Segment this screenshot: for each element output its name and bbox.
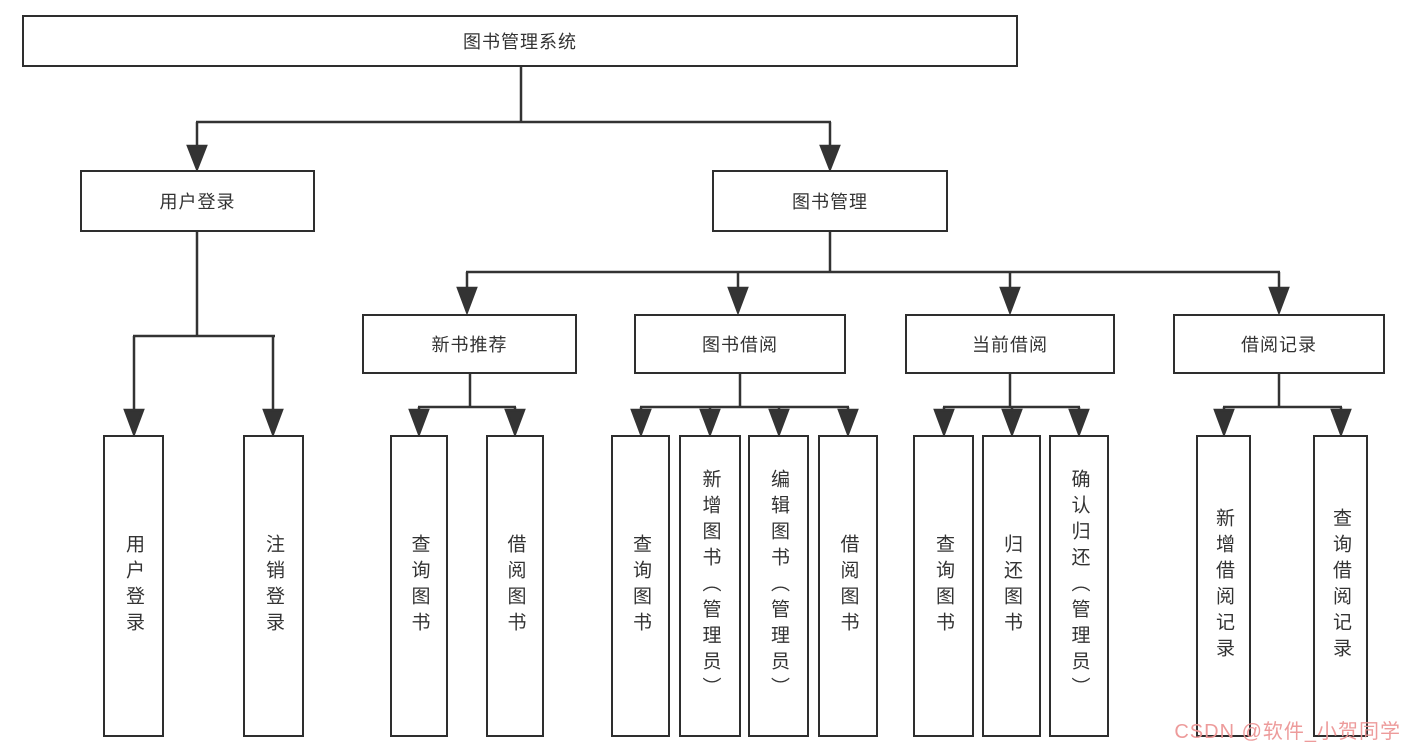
leaf-label: 查询图书	[408, 534, 430, 638]
leaf-label: 注销登录	[263, 534, 284, 638]
node-user-login: 用户登录	[80, 170, 315, 232]
leaf-label: 新增图书（管理员）	[699, 469, 721, 703]
leaf-confirm-return-admin: 确认归还（管理员）	[1049, 435, 1109, 737]
leaf-label: 查询图书	[630, 534, 651, 638]
node-borrow-records: 借阅记录	[1173, 314, 1385, 374]
leaf-label: 查询图书	[933, 534, 954, 638]
leaf-user-login: 用户登录	[103, 435, 164, 737]
leaf-query-borrow-record: 查询借阅记录	[1313, 435, 1368, 737]
leaf-query-books-current: 查询图书	[913, 435, 974, 737]
leaf-borrow-books: 借阅图书	[818, 435, 878, 737]
leaf-label: 借阅图书	[504, 534, 526, 638]
leaf-logout: 注销登录	[243, 435, 304, 737]
node-library-management-system: 图书管理系统	[22, 15, 1018, 67]
node-book-borrow: 图书借阅	[634, 314, 846, 374]
leaf-add-borrow-record: 新增借阅记录	[1196, 435, 1251, 737]
leaf-label: 编辑图书（管理员）	[768, 469, 789, 703]
leaf-label: 借阅图书	[837, 534, 859, 638]
leaf-label: 确认归还（管理员）	[1068, 469, 1090, 703]
leaf-borrow-books-recommend: 借阅图书	[486, 435, 544, 737]
leaf-label: 查询借阅记录	[1330, 508, 1351, 664]
leaf-label: 用户登录	[123, 534, 144, 638]
leaf-query-books-borrow: 查询图书	[611, 435, 670, 737]
node-book-management: 图书管理	[712, 170, 948, 232]
leaf-query-books-recommend: 查询图书	[390, 435, 448, 737]
node-new-book-recommend: 新书推荐	[362, 314, 577, 374]
csdn-watermark: CSDN @软件_小贺同学	[1174, 721, 1401, 743]
leaf-add-books-admin: 新增图书（管理员）	[679, 435, 741, 737]
leaf-return-books: 归还图书	[982, 435, 1041, 737]
node-current-borrow: 当前借阅	[905, 314, 1115, 374]
leaf-label: 归还图书	[1001, 534, 1022, 638]
leaf-edit-books-admin: 编辑图书（管理员）	[748, 435, 809, 737]
leaf-label: 新增借阅记录	[1213, 508, 1234, 664]
